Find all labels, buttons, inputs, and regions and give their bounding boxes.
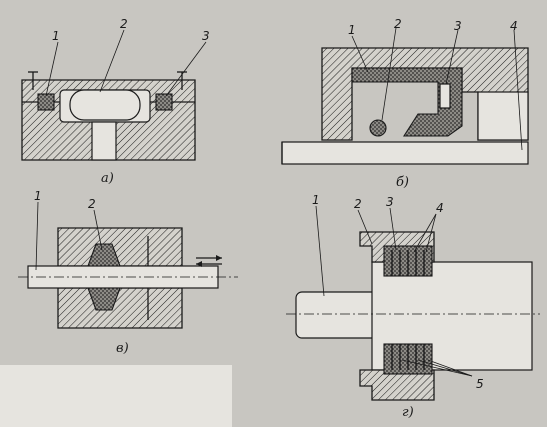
panel-a-callout-3: 3 — [202, 29, 210, 43]
panel-v-seal-top — [87, 243, 121, 267]
panel-b-base-plate — [281, 141, 529, 165]
blank-paper-patch — [0, 365, 232, 427]
panel-a-inlet — [91, 121, 117, 161]
panel-g-packing-top — [383, 245, 433, 277]
panel-a-callout-2: 2 — [120, 17, 128, 31]
panel-g: 1 2 3 4 5 г) — [286, 193, 540, 420]
panel-v-housing-top — [57, 227, 183, 267]
panel-g-callout-2: 2 — [354, 197, 362, 211]
panel-b-callout-1: 1 — [348, 23, 356, 37]
panel-b-callout-4: 4 — [510, 19, 518, 33]
panel-g-caption: г) — [402, 405, 414, 420]
panel-v-caption: в) — [116, 341, 129, 356]
panel-v-housing-bottom — [57, 287, 183, 329]
panel-a-part — [69, 89, 141, 121]
panel-b-diaphragm — [351, 67, 463, 137]
panel-a-caption: а) — [101, 171, 114, 186]
panel-v-seal-bottom — [87, 287, 121, 311]
panel-g-packing-bottom — [383, 343, 433, 375]
panel-a-seal-right — [155, 93, 173, 111]
panel-a-callout-1: 1 — [52, 29, 60, 43]
panel-g-callout-1: 1 — [312, 193, 320, 207]
panel-b: 1 2 3 4 б) — [281, 17, 529, 190]
panel-a-seal-left — [37, 93, 55, 111]
panel-b-caption: б) — [396, 175, 409, 190]
panel-b-insert — [369, 119, 387, 137]
panel-v-callout-1: 1 — [34, 189, 42, 203]
panel-g-sleeve-bottom — [359, 369, 435, 401]
panel-b-callout-3: 3 — [454, 19, 462, 33]
panel-a: 1 2 3 а) — [21, 17, 210, 186]
panel-v-callout-2: 2 — [88, 197, 96, 211]
panel-g-callout-4: 4 — [436, 201, 444, 215]
panel-v: 1 2 в) — [18, 189, 238, 356]
panel-b-callout-2: 2 — [394, 17, 402, 31]
panel-g-callout-5: 5 — [476, 377, 484, 391]
panel-g-callout-3: 3 — [386, 195, 394, 209]
